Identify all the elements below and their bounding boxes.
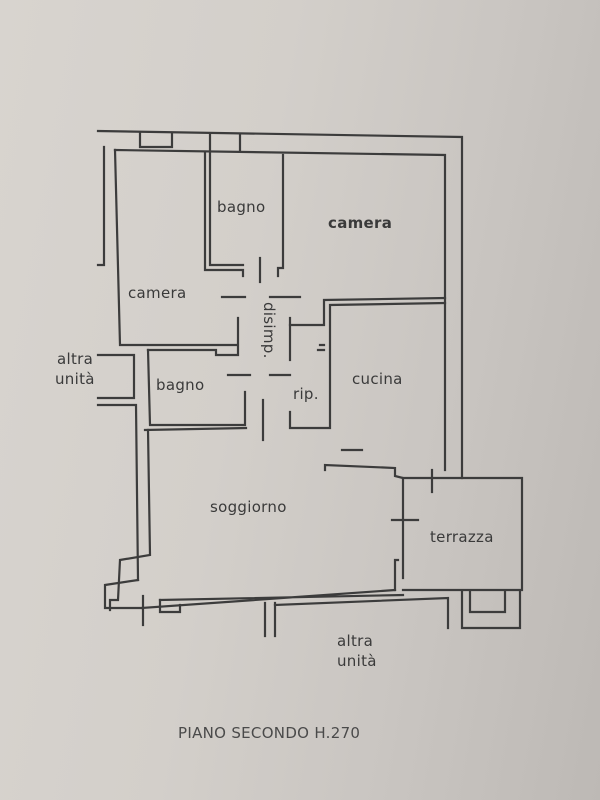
- neighbor-label-left-1: altra: [57, 350, 94, 368]
- room-label-camera-top: camera: [328, 214, 393, 232]
- room-label-bagno-mid: bagno: [156, 376, 205, 394]
- plan-caption: PIANO SECONDO H.270: [178, 724, 361, 742]
- room-label-terrazza: terrazza: [430, 528, 494, 546]
- room-label-cucina: cucina: [352, 370, 403, 388]
- room-label-soggiorno: soggiorno: [210, 498, 287, 516]
- room-label-bagno-top: bagno: [217, 198, 266, 216]
- room-label-camera-left: camera: [128, 284, 187, 302]
- neighbor-label-left-2: unità: [55, 370, 95, 388]
- neighbor-label-bottom-2: unità: [337, 652, 377, 670]
- room-label-disimp: disimp.: [260, 302, 278, 359]
- neighbor-label-bottom-1: altra: [337, 632, 374, 650]
- room-label-rip: rip.: [293, 385, 319, 403]
